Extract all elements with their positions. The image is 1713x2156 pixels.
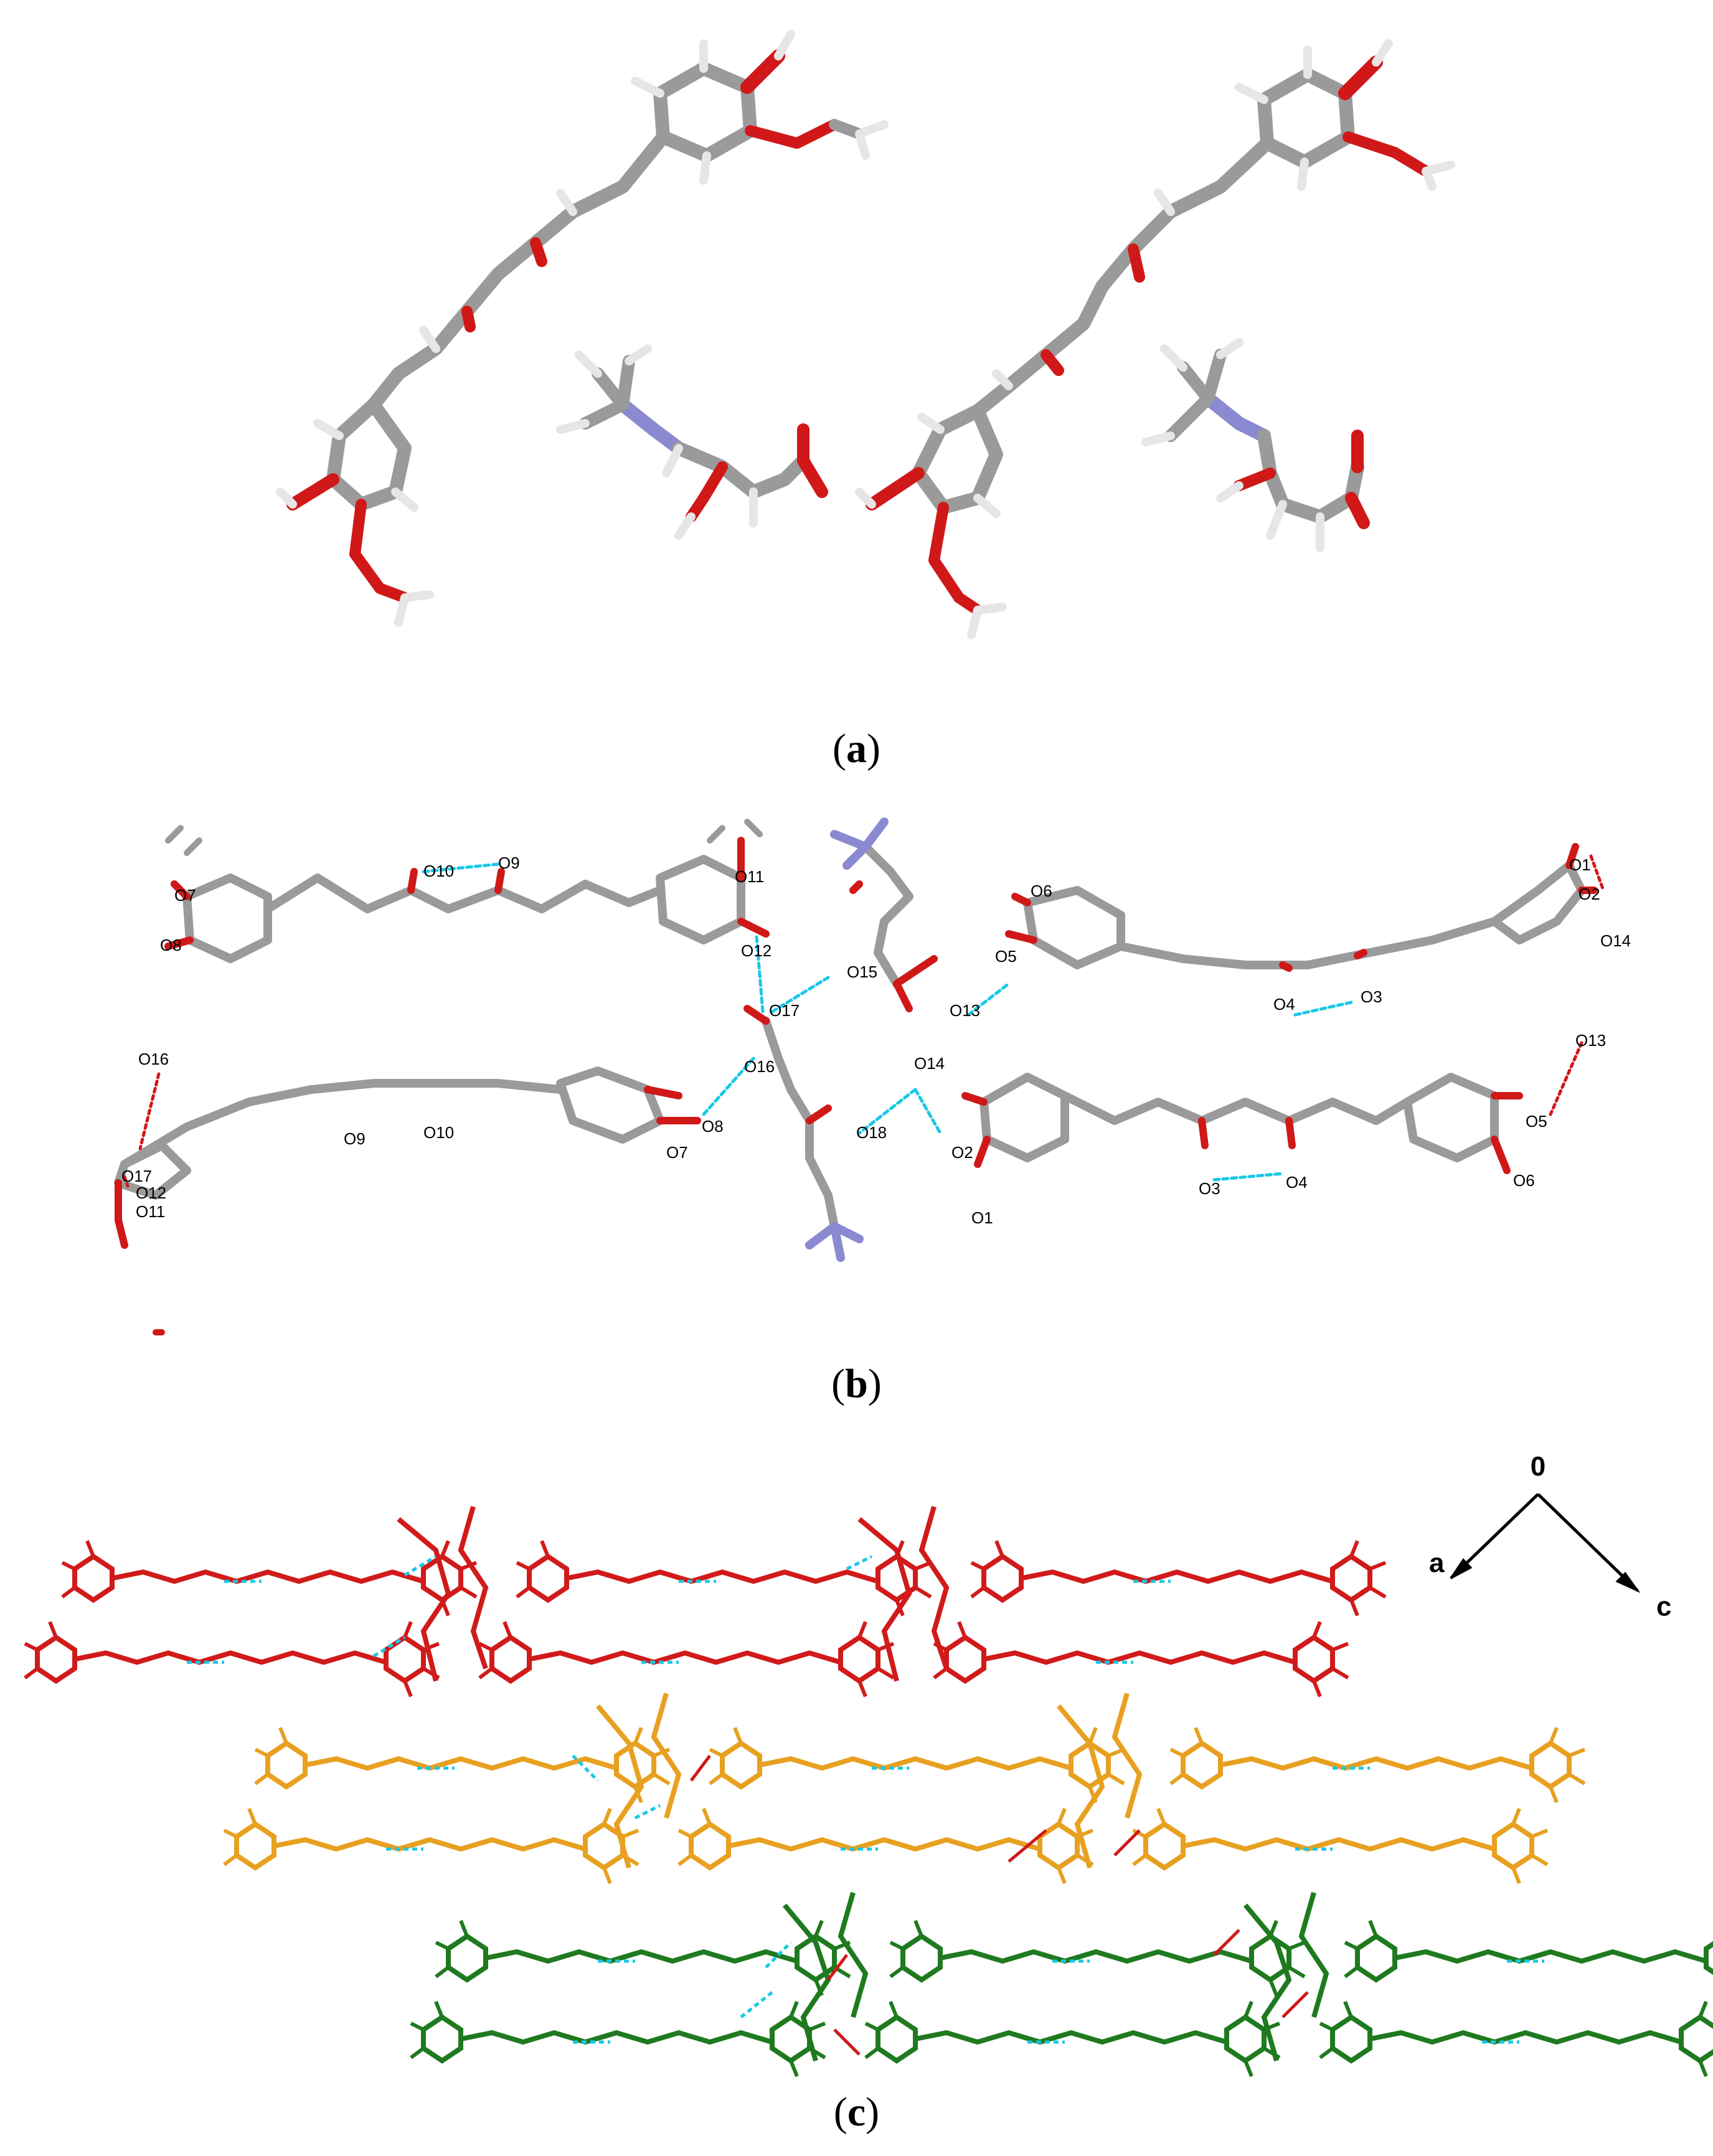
- hbond-lines: [422, 862, 1353, 1182]
- atom-label: O2: [1579, 885, 1600, 903]
- axis-c-arrow: [1537, 1493, 1639, 1592]
- atom-label: O10: [423, 1123, 454, 1142]
- atom-label: O18: [856, 1123, 887, 1142]
- atom-label: O8: [702, 1117, 724, 1136]
- atom-label: O5: [1526, 1112, 1547, 1131]
- atom-label: O7: [174, 886, 196, 905]
- molecule-b-center: [743, 817, 938, 1262]
- atom-label: O12: [136, 1184, 166, 1202]
- atom-label: O1: [1569, 855, 1591, 874]
- atom-label: O15: [847, 963, 877, 981]
- layer-orange: [224, 1692, 1585, 1883]
- molecule-b-top-left: [153, 819, 770, 1335]
- atom-label: O2: [951, 1143, 973, 1162]
- axis-c-label: c: [1656, 1591, 1671, 1622]
- caption-c: (c): [833, 2089, 880, 2135]
- atom-label: O4: [1286, 1173, 1308, 1192]
- axis-a-label: a: [1429, 1548, 1445, 1578]
- atom-label: O3: [1199, 1179, 1220, 1198]
- molecule-b-top-right: [1005, 843, 1598, 972]
- molecule-b-bottom-left: [114, 1066, 701, 1249]
- carnitine-molecule-left: [556, 344, 828, 540]
- atom-label: O6: [1513, 1171, 1535, 1190]
- layer-red: [25, 1505, 1385, 1697]
- caption-a: (a): [833, 726, 880, 771]
- atom-label: O9: [498, 854, 520, 872]
- molecule-b-bottom-right: [961, 1073, 1523, 1174]
- atom-label: O3: [1361, 987, 1382, 1006]
- atom-label: O1: [971, 1208, 993, 1227]
- contacts-orange: [690, 1754, 1141, 1863]
- atom-label: O4: [1273, 995, 1295, 1014]
- curcumin-molecule-left: [276, 30, 889, 627]
- atom-label: O11: [735, 867, 764, 886]
- axes-indicator: 0 a c: [1429, 1451, 1671, 1622]
- panel-b-hbond-network: O7 O8 O10 O9 O11 O12 O16 O9 O10 O8 O7 O1…: [114, 817, 1631, 1335]
- panel-a-structure: [0, 0, 1713, 722]
- carnitine-molecule-right: [1141, 338, 1370, 552]
- curcumin-molecule-right: [855, 39, 1455, 639]
- atom-label: O5: [995, 947, 1017, 966]
- contacts-green: [827, 1929, 1309, 2056]
- atom-label: O6: [1031, 882, 1052, 900]
- panel-a-molecules: [276, 30, 1455, 639]
- contact-lines: [123, 854, 1605, 1188]
- atom-label: O16: [744, 1057, 775, 1076]
- hbonds-red: [187, 1555, 1171, 1664]
- panel-c-layers: 0 a c: [0, 1451, 1713, 2079]
- layer-green: [411, 1891, 1713, 2076]
- atom-label: O13: [1575, 1031, 1606, 1050]
- hbonds-orange: [386, 1754, 1370, 1851]
- atom-labels-b: O7 O8 O10 O9 O11 O12 O16 O9 O10 O8 O7 O1…: [121, 854, 1631, 1227]
- atom-label: O12: [741, 941, 772, 960]
- panel-c-packing: 0 a c: [0, 1432, 1713, 2079]
- atom-label: O17: [121, 1167, 152, 1185]
- atom-label: O7: [666, 1143, 688, 1162]
- arrowhead-icon: [1450, 1558, 1473, 1579]
- caption-b: (b): [831, 1361, 882, 1406]
- arrowhead-icon: [1615, 1571, 1641, 1593]
- panel-b-structure: O7 O8 O10 O9 O11 O12 O16 O9 O10 O8 O7 O1…: [0, 797, 1713, 1357]
- atom-label: O13: [950, 1001, 980, 1020]
- atom-label: O17: [769, 1001, 800, 1020]
- atom-label: O14: [914, 1054, 945, 1073]
- atom-label: O10: [423, 862, 454, 880]
- atom-label: O11: [136, 1202, 165, 1221]
- atom-label: O14: [1600, 931, 1631, 950]
- axis-origin-label: 0: [1531, 1451, 1545, 1482]
- atom-label: O8: [160, 936, 182, 954]
- atom-label: O9: [344, 1129, 366, 1148]
- hbonds-green: [573, 1941, 1544, 2044]
- atom-label: O16: [138, 1050, 169, 1068]
